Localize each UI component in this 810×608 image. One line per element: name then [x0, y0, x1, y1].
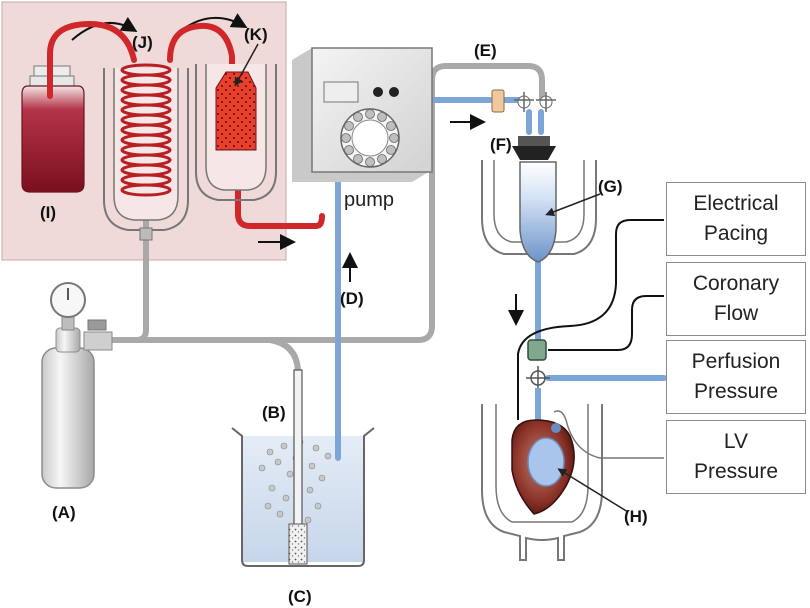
perfusion-chamber: [481, 160, 597, 263]
filter-chamber: [195, 64, 277, 201]
label-a: (A): [52, 503, 76, 522]
output-line1: Coronary: [692, 272, 780, 295]
output-coronary-flow: Coronary Flow: [666, 262, 806, 336]
label-c: (C): [288, 587, 312, 606]
output-electrical-pacing: Electrical Pacing: [666, 182, 806, 256]
bubble-trap-valve: [491, 89, 556, 160]
buffer-beaker: [231, 369, 375, 567]
three-way-valve: [526, 366, 550, 390]
heart-jacket: [481, 404, 603, 561]
output-line2: Pressure: [693, 460, 779, 483]
output-perfusion-pressure: Perfusion Pressure: [666, 340, 806, 414]
output-line1: LV: [723, 430, 749, 453]
output-line2: Flow: [713, 302, 759, 325]
label-k: (K): [244, 25, 268, 44]
label-i: (I): [40, 203, 56, 222]
gas-cylinder: [41, 282, 113, 489]
lv-balloon: [527, 437, 565, 487]
gas-diffuser-stone: [288, 523, 308, 565]
label-j: (J): [132, 33, 153, 52]
isolated-heart: [511, 419, 575, 515]
label-b: (B): [262, 403, 286, 422]
output-lv-pressure: LV Pressure: [666, 420, 806, 494]
label-g: (G): [598, 177, 623, 196]
label-e: (E): [474, 41, 497, 60]
output-line1: Electrical: [693, 192, 779, 215]
signal-wires: [517, 219, 664, 459]
leader-lines: [234, 43, 629, 513]
output-line1: Perfusion: [691, 350, 781, 373]
flow-probe: [527, 339, 547, 361]
pump-label: pump: [344, 189, 394, 211]
output-line2: Pressure: [693, 380, 779, 403]
label-d: (D): [340, 289, 364, 308]
red-tubing: [47, 21, 325, 229]
output-line2: Pacing: [703, 222, 769, 245]
label-h: (H): [624, 507, 648, 526]
label-f: (F): [490, 135, 512, 154]
heat-exchanger-coil: [103, 63, 189, 241]
peristaltic-pump: [292, 47, 433, 182]
